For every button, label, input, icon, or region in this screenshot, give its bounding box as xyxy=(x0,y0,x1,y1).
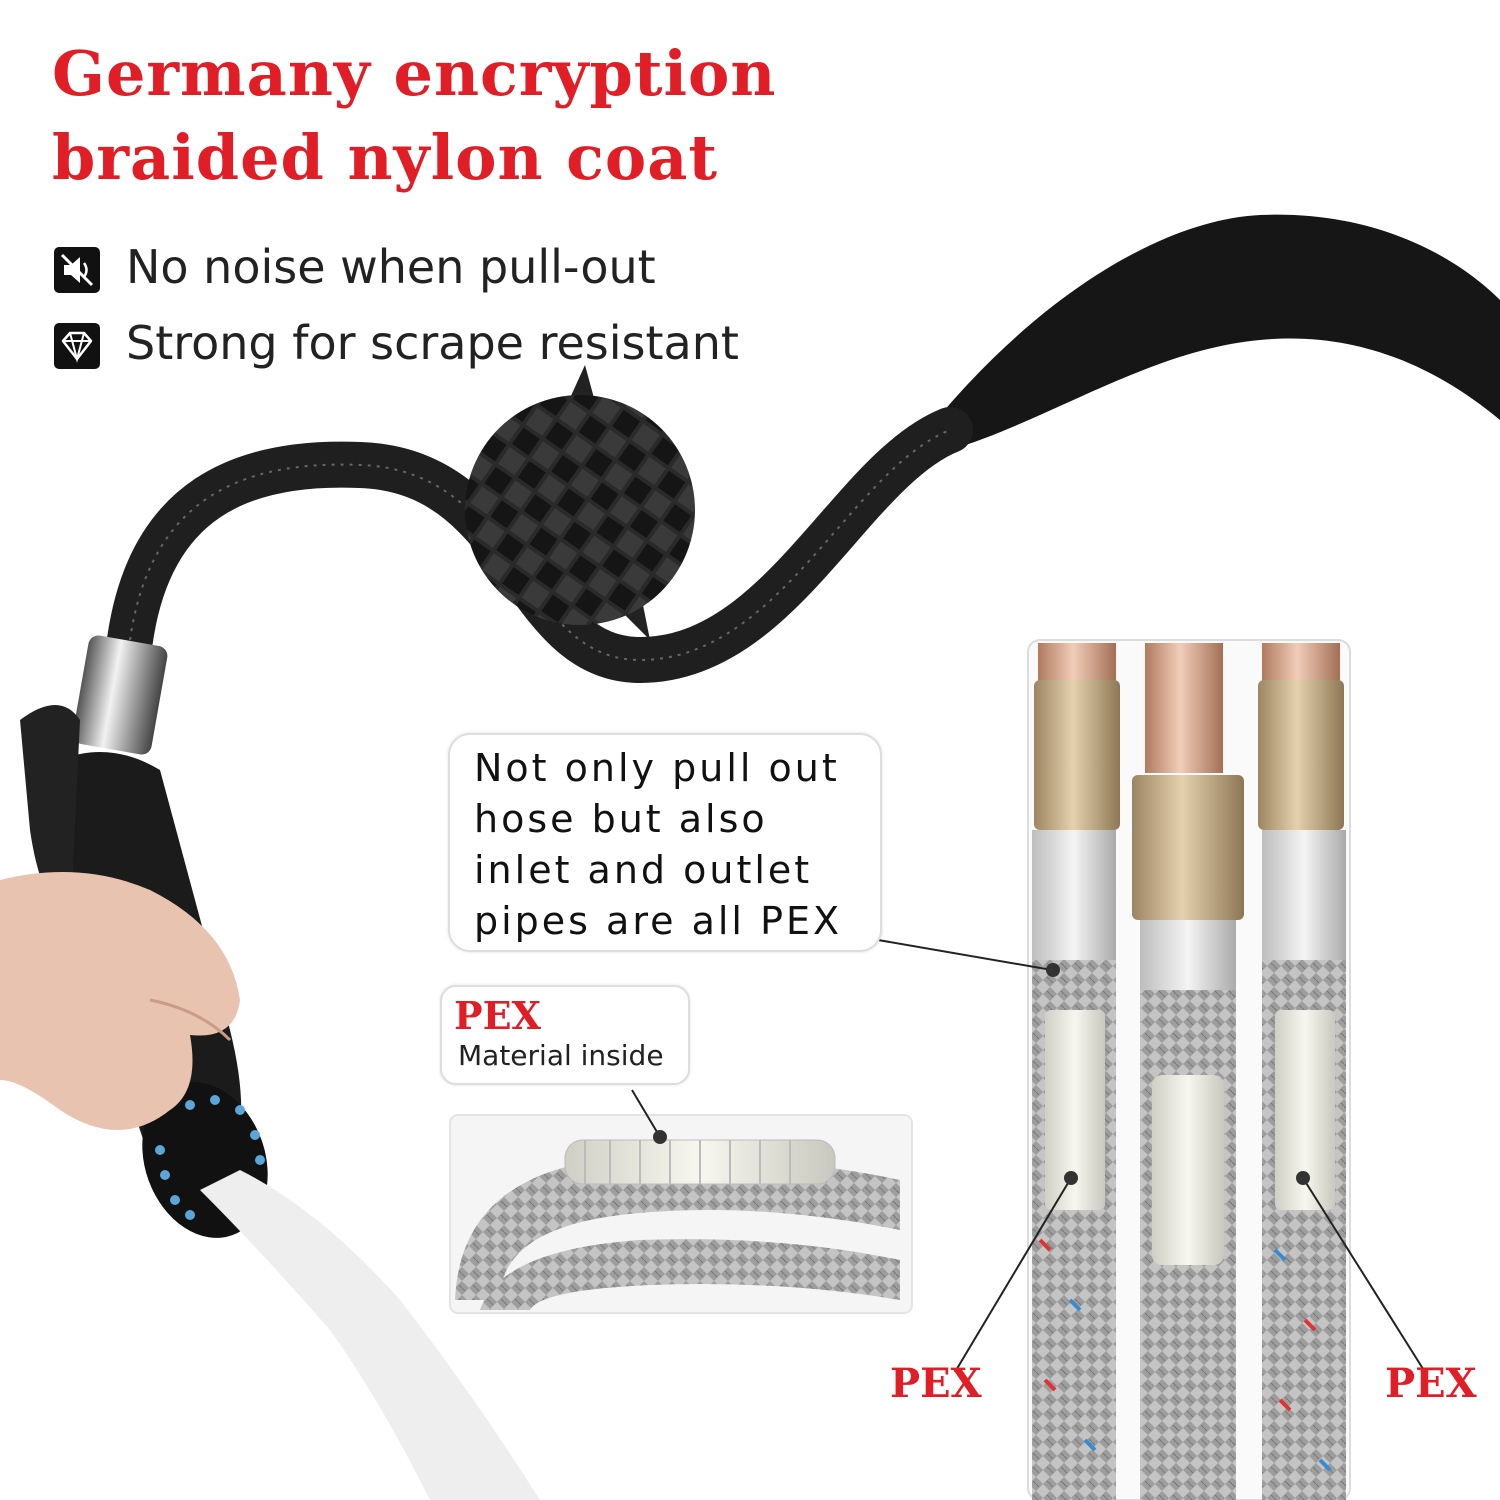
diamond-icon xyxy=(54,323,100,369)
headline: Germany encryption braided nylon coat xyxy=(52,32,952,200)
feature-no-noise: No noise when pull-out xyxy=(126,240,656,294)
mute-speaker-icon xyxy=(54,247,100,293)
pex-material-callout: PEX Material inside xyxy=(440,985,690,1085)
pex-material-title: PEX xyxy=(454,993,542,1038)
callout-line-1: Not only pull out xyxy=(474,746,840,790)
pex-material-subtitle: Material inside xyxy=(458,1039,664,1072)
pex-label-right: PEX xyxy=(1385,1360,1477,1407)
feature-scrape-resistant: Strong for scrape resistant xyxy=(126,316,739,370)
pex-label-left: PEX xyxy=(890,1360,982,1407)
callout-line-3: inlet and outlet xyxy=(474,848,813,892)
callout-line-4: pipes are all PEX xyxy=(474,899,843,943)
headline-line-1: Germany encryption xyxy=(52,37,777,110)
pex-callout: Not only pull out hose but also inlet an… xyxy=(448,733,882,952)
headline-line-2: braided nylon coat xyxy=(52,121,719,194)
callout-line-2: hose but also xyxy=(474,797,768,841)
